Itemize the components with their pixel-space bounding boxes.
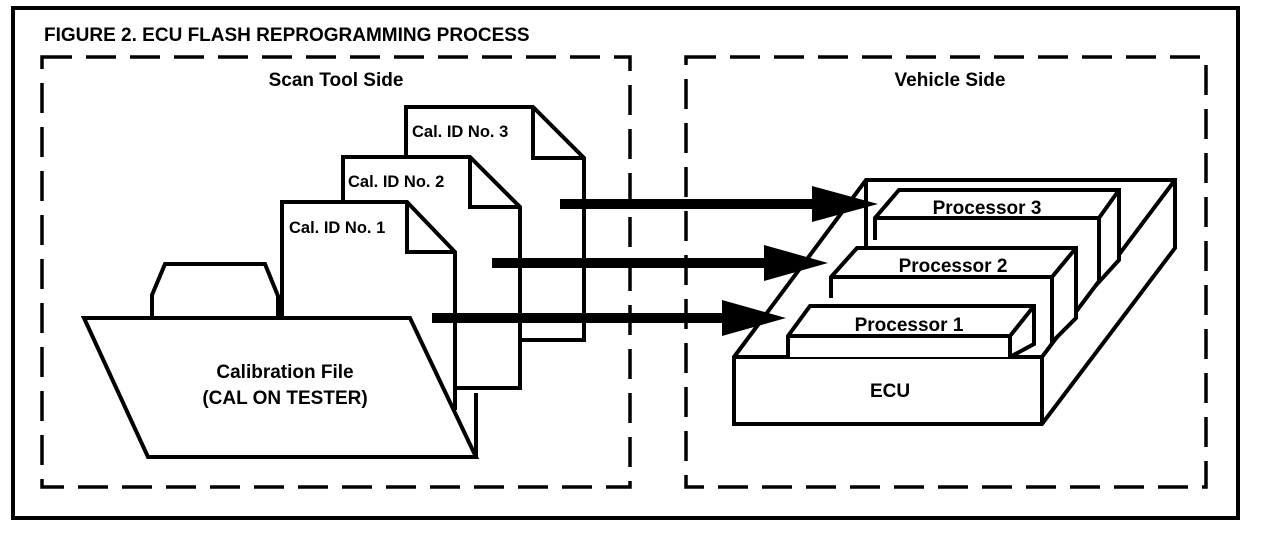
processor-3: Processor 3 — [873, 188, 1121, 288]
processor-2: Processor 2 — [829, 246, 1078, 347]
processor-label: Processor 2 — [899, 256, 1008, 277]
document-label: Cal. ID No. 1 — [289, 219, 385, 237]
figure-frame — [11, 6, 1240, 520]
flow-arrow-2 — [492, 245, 828, 281]
vehicle-side-region — [684, 55, 1208, 489]
processor-label: Processor 3 — [933, 198, 1042, 219]
folder-label-line2: (CAL ON TESTER) — [202, 388, 367, 409]
scan-tool-side-label: Scan Tool Side — [269, 70, 404, 91]
folder-icon — [80, 316, 480, 459]
processor-1: Processor 1 — [786, 304, 1036, 359]
arrow-shaft — [432, 313, 732, 323]
processor-edges — [875, 188, 1121, 220]
vehicle-side-label: Vehicle Side — [895, 70, 1006, 91]
arrow-head-icon — [722, 300, 786, 336]
flow-arrow-1 — [432, 300, 786, 336]
folder-tab-icon — [150, 262, 280, 320]
arrow-head-icon — [812, 186, 878, 222]
scan-tool-side-region — [40, 55, 632, 489]
page-fold-icon — [531, 107, 584, 160]
arrow-shaft — [560, 199, 820, 209]
processor-block — [786, 304, 1036, 359]
arrow-shaft — [492, 258, 772, 268]
processor-edges — [831, 246, 1078, 279]
ecu: ECU — [732, 178, 1177, 426]
calibration-file-folder: Calibration File (CAL ON TESTER) — [80, 262, 480, 459]
page-fold-icon — [405, 202, 455, 254]
document-label: Cal. ID No. 3 — [412, 123, 508, 141]
ecu-label: ECU — [870, 381, 910, 402]
flow-arrow-3 — [560, 186, 878, 222]
figure-title: FIGURE 2. ECU FLASH REPROGRAMMING PROCES… — [44, 25, 530, 46]
processor-edges — [788, 304, 1036, 357]
processor-block — [873, 188, 1121, 288]
arrow-head-icon — [764, 245, 828, 281]
folder-label-line1: Calibration File — [216, 362, 353, 383]
processor-label: Processor 1 — [855, 315, 964, 336]
processor-block — [829, 246, 1078, 347]
page-fold-icon — [468, 157, 520, 209]
document-label: Cal. ID No. 2 — [348, 173, 444, 191]
